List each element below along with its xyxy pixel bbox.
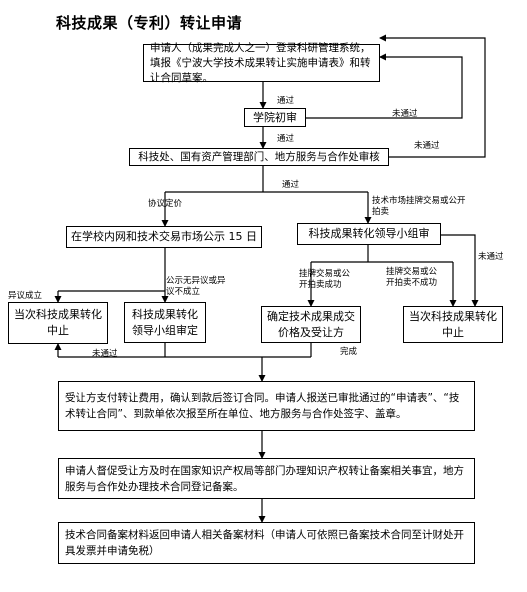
node-stop-right: 当次科技成果转化中止 xyxy=(403,306,503,343)
label-auction-success: 挂牌交易或公开拍卖成功 xyxy=(299,269,351,290)
node-price-confirm: 确定技术成果成交价格及受让方 xyxy=(261,306,361,343)
node-apply: 申请人（成果完成人之一）登录科研管理系统，填报《宁波大学技术成果转让实施申请表》… xyxy=(143,42,380,84)
label-fail-2: 未通过 xyxy=(414,141,440,151)
node-leader-group-right: 科技成果转化领导小组审 xyxy=(297,223,441,245)
edge-college-fail-loop xyxy=(306,53,463,119)
label-fail-bottom: 未通过 xyxy=(92,349,118,359)
label-fail-1: 未通过 xyxy=(392,109,418,119)
label-no-objection: 公示无异议或异议不成立 xyxy=(166,276,226,297)
label-negotiate: 协议定价 xyxy=(148,199,183,209)
label-objection: 异议成立 xyxy=(8,291,43,301)
node-ip-filing: 申请人督促受让方及时在国家知识产权局等部门办理知识产权转让备案相关事宜，地方服务… xyxy=(58,458,475,499)
node-college-review: 学院初审 xyxy=(244,108,306,127)
node-public-notice: 在学校内网和技术交易市场公示 15 日 xyxy=(66,226,262,248)
edge-dept-fail-loop xyxy=(379,34,486,158)
node-payment: 受让方支付转让费用，确认到款后签订合同。申请人报送已审批通过的“申请表”、“技术… xyxy=(58,381,475,431)
label-done: 完成 xyxy=(340,347,358,357)
edge-leader-right-fail xyxy=(441,234,479,307)
label-auction-fail: 挂牌交易或公开拍卖不成功 xyxy=(386,267,438,288)
label-pass-1: 通过 xyxy=(277,96,295,106)
node-return-docs: 技术合同备案材料返回申请人相关备案材料（申请人可依照已备案技术合同至计财处开具发… xyxy=(58,522,475,564)
label-fail-right: 未通过 xyxy=(478,252,504,262)
label-pass-2: 通过 xyxy=(277,134,295,144)
node-leader-group-left: 科技成果转化领导小组审定 xyxy=(124,302,206,343)
diagram-title: 科技成果（专利）转让申请 xyxy=(56,14,243,32)
label-pass-3: 通过 xyxy=(282,180,300,190)
node-dept-review: 科技处、国有资产管理部门、地方服务与合作处审核 xyxy=(129,148,389,166)
label-market-auction: 技术市场挂牌交易或公开拍卖 xyxy=(372,196,466,217)
node-stop-left: 当次科技成果转化中止 xyxy=(8,302,108,344)
